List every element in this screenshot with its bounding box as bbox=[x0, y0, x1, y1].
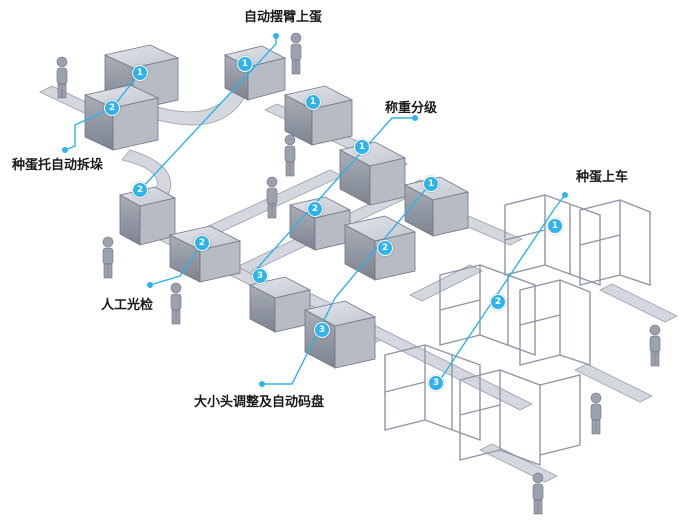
label-manual-candling: 人工光检 bbox=[101, 298, 154, 313]
badge-weigh-2: 2 bbox=[307, 201, 323, 217]
workers bbox=[56, 32, 661, 515]
badge-candling-3: 3 bbox=[252, 268, 268, 284]
badge-palletize-3: 3 bbox=[314, 322, 330, 338]
badge-palletize-1: 1 bbox=[423, 176, 439, 192]
badge-arm-1: 1 bbox=[237, 56, 253, 72]
label-weighing-grading: 称重分级 bbox=[385, 101, 438, 116]
badge-unstack-1: 1 bbox=[132, 65, 148, 81]
label-auto-arm-loading: 自动摆臂上蛋 bbox=[244, 10, 323, 25]
badge-candling-2: 2 bbox=[194, 235, 210, 251]
badge-cart-3: 3 bbox=[428, 375, 444, 391]
badge-palletize-2: 2 bbox=[377, 240, 393, 256]
badge-candling-1: 1 bbox=[305, 94, 321, 110]
badge-cart-1: 1 bbox=[547, 218, 563, 234]
loading-racks bbox=[384, 194, 651, 467]
badge-weigh-1: 1 bbox=[354, 139, 370, 155]
label-tray-auto-unstack: 种蛋托自动拆垛 bbox=[12, 158, 104, 173]
badge-unstack-2: 2 bbox=[104, 100, 120, 116]
label-size-adjust-palletize: 大小头调整及自动码盘 bbox=[194, 395, 325, 410]
callout-endpoints bbox=[62, 33, 568, 387]
badge-cart-2: 2 bbox=[490, 294, 506, 310]
label-egg-loading-cart: 种蛋上车 bbox=[576, 170, 629, 185]
badge-arm-2: 2 bbox=[132, 182, 148, 198]
